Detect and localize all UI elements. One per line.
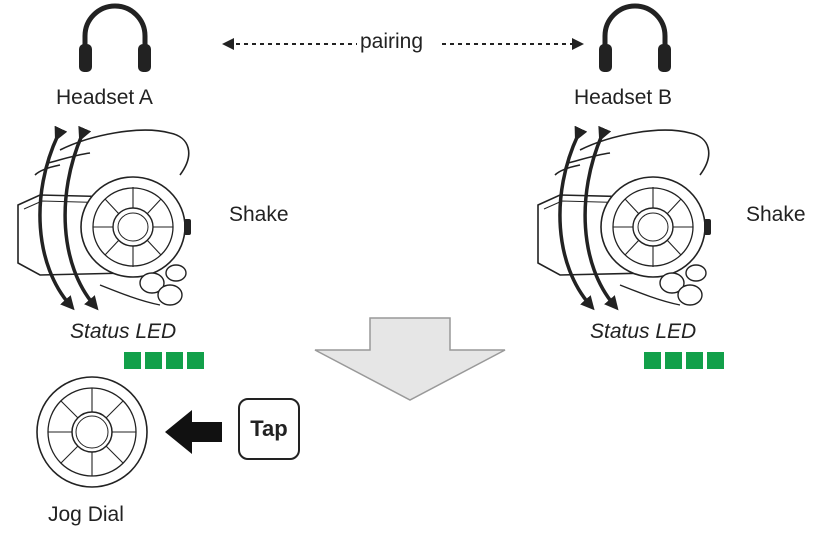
- led-segment: [665, 352, 682, 369]
- headset-a-label: Headset A: [56, 86, 153, 109]
- led-segment: [145, 352, 162, 369]
- headset-b-label: Headset B: [574, 86, 673, 109]
- shake-label-a: Shake: [229, 203, 289, 226]
- shake-label-b: Shake: [746, 203, 806, 226]
- led-segment: [644, 352, 661, 369]
- jog-dial-label: Jog Dial: [48, 503, 124, 526]
- jog-dial-icon: [36, 376, 148, 488]
- left-arrow-icon: [165, 410, 222, 454]
- led-segment: [166, 352, 183, 369]
- led-segment: [124, 352, 141, 369]
- status-led-label-b: Status LED: [590, 320, 697, 343]
- pairing-label: pairing: [360, 30, 424, 53]
- down-arrow-icon: [314, 317, 506, 401]
- hand-shake-device-icon-b: [538, 130, 711, 305]
- led-segment: [187, 352, 204, 369]
- status-led-label-a: Status LED: [70, 320, 177, 343]
- led-segment: [686, 352, 703, 369]
- tap-label: Tap: [250, 416, 288, 441]
- headphones-icon-a: [79, 6, 151, 72]
- headphones-icon-b: [599, 6, 671, 72]
- tap-button[interactable]: Tap: [238, 398, 300, 460]
- hand-shake-device-icon-a: [18, 130, 191, 305]
- led-segment: [707, 352, 724, 369]
